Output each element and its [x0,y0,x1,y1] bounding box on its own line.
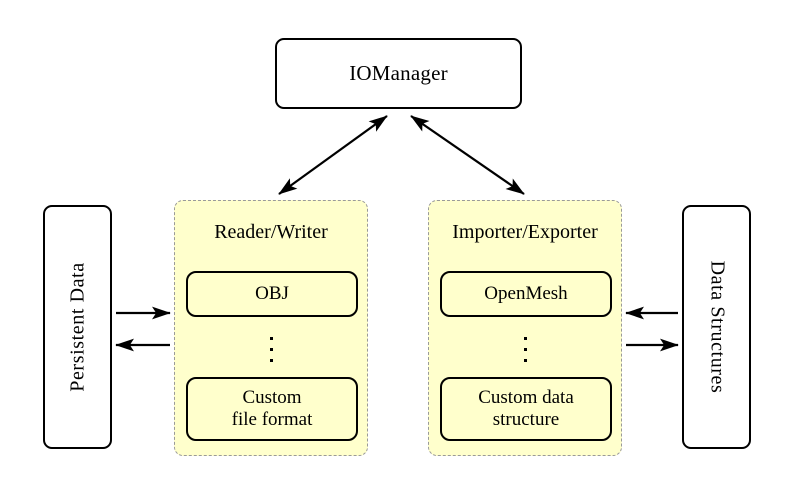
group-reader-writer-title: Reader/Writer [214,221,328,243]
node-iomanager[interactable]: IOManager [275,38,522,109]
group-importer-exporter[interactable]: Importer/Exporter OpenMesh Custom data s… [428,200,622,456]
group-reader-writer[interactable]: Reader/Writer OBJ Custom file format [174,200,368,456]
item-custom-file-format[interactable]: Custom file format [186,377,358,441]
ellipsis-dot [269,336,273,340]
persistent-data-label: Persistent Data [66,262,88,392]
node-data-structures[interactable]: Data Structures [682,205,751,449]
group-importer-exporter-title: Importer/Exporter [452,221,598,243]
ellipsis-reader-writer [175,327,367,371]
item-custom-data-structure[interactable]: Custom data structure [440,377,612,441]
item-openmesh-label: OpenMesh [484,282,568,304]
data-structures-label: Data Structures [706,260,728,394]
item-obj-label: OBJ [255,282,289,304]
item-custom-file-format-line2: file format [231,409,313,430]
item-openmesh[interactable]: OpenMesh [440,271,612,317]
item-obj[interactable]: OBJ [186,271,358,317]
ellipsis-dot [523,347,527,351]
ellipsis-dot [523,336,527,340]
ellipsis-dot [523,358,527,362]
item-custom-data-structure-line2: structure [492,409,560,430]
connector-manager-importerexporter [410,115,525,195]
node-persistent-data[interactable]: Persistent Data [43,205,112,449]
ellipsis-importer-exporter [429,327,621,371]
item-custom-file-format-line1: Custom [242,386,302,408]
item-custom-data-structure-line1: Custom data [478,386,574,408]
connector-manager-readerwriter [278,115,388,195]
ellipsis-dot [269,358,273,362]
iomanager-label: IOManager [349,61,448,85]
ellipsis-dot [269,347,273,351]
